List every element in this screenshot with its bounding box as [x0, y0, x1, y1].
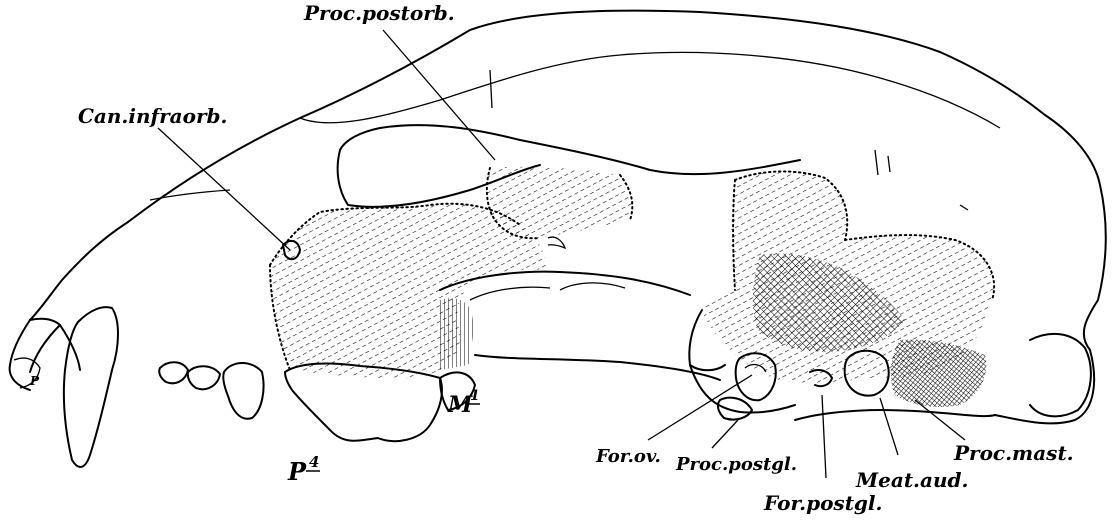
label-meat-aud: Meat.aud.: [855, 468, 968, 492]
temporal-region: [689, 171, 994, 419]
label-proc-postorb: Proc.postorb.: [303, 1, 455, 25]
label-for-ov: For.ov.: [595, 446, 661, 467]
label-p4: P: [287, 457, 307, 486]
label-for-postgl: For.postgl.: [763, 491, 882, 515]
label-m1-sup: 1: [470, 388, 480, 404]
label-can-infraorb: Can.infraorb.: [78, 104, 227, 128]
label-p-small: P: [29, 374, 40, 388]
label-proc-postgl: Proc.postgl.: [675, 454, 797, 475]
label-proc-mast: Proc.mast.: [953, 441, 1074, 465]
label-p4-sup: 4: [309, 453, 319, 471]
